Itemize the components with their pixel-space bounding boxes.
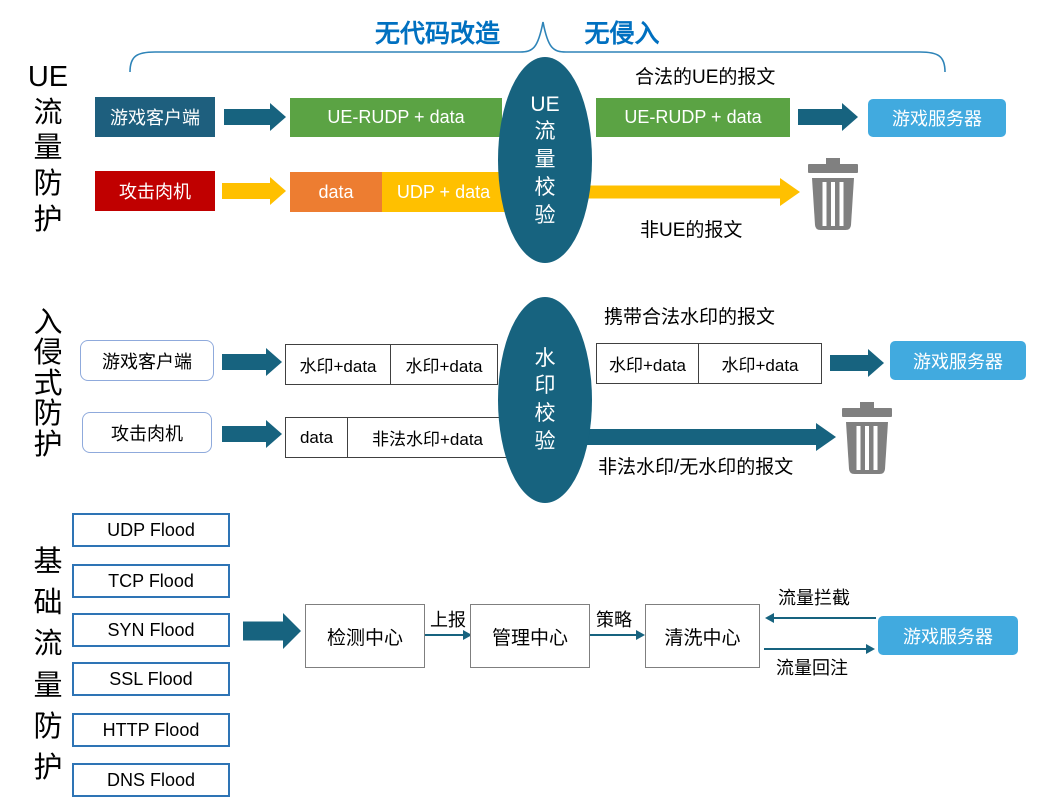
traffic-reinject-label: 流量回注 (776, 658, 848, 678)
flood-item-tcp: TCP Flood (72, 564, 230, 598)
wm-attack-packet-box: 非法水印+data (347, 417, 508, 458)
flood-item-http: HTTP Flood (72, 713, 230, 747)
traffic-intercept-label: 流量拦截 (778, 588, 850, 608)
ue-attack-data-box: data (290, 172, 382, 212)
trash-icon (842, 402, 892, 474)
flood-item-dns: DNS Flood (72, 763, 230, 797)
report-link-label: 上报 (430, 610, 466, 630)
traffic-intercept-arrow (765, 613, 876, 623)
wm-packet-left-1: 水印+data (285, 344, 391, 385)
policy-link-label: 策略 (596, 610, 632, 630)
wm-server-arrow (830, 349, 884, 377)
ue-attacker-box: 攻击肉机 (95, 171, 215, 211)
wm-game-client-box: 游戏客户端 (80, 340, 214, 381)
ue-legit-packet-note: 合法的UE的报文 (635, 67, 776, 88)
flood-item-udp: UDP Flood (72, 513, 230, 547)
header-title-no-code-change: 无代码改造 (374, 20, 500, 48)
policy-link-arrow (590, 630, 645, 640)
wm-attack-arrow (222, 420, 282, 448)
ue-attack-arrow (222, 177, 286, 205)
ue-rudp-packet-right: UE-RUDP + data (596, 98, 790, 137)
ue-game-client-box: 游戏客户端 (95, 97, 215, 137)
wm-verifier-ellipse: 水 印 校 验 (498, 297, 592, 503)
overbrace (129, 21, 946, 73)
ue-server-arrow (798, 103, 858, 131)
ue-traffic-verifier-ellipse: UE 流 量 校 验 (498, 57, 592, 263)
wm-packet-left-2: 水印+data (390, 344, 498, 385)
ue-attack-packet-note: 非UE的报文 (640, 220, 743, 241)
wm-legit-packet-note: 携带合法水印的报文 (604, 307, 776, 328)
trash-icon (808, 158, 858, 230)
wm-packet-right-1: 水印+data (596, 343, 699, 384)
wm-attack-packet-note: 非法水印/无水印的报文 (598, 457, 794, 478)
ue-rudp-packet-left: UE-RUDP + data (290, 98, 502, 137)
wm-client-arrow (222, 348, 282, 376)
flood-item-ssl: SSL Flood (72, 662, 230, 696)
wm-game-server-box: 游戏服务器 (890, 341, 1026, 380)
management-center-box: 管理中心 (470, 604, 590, 668)
ue-client-arrow (224, 103, 286, 131)
flood-arrow (243, 613, 301, 649)
report-link-arrow (425, 630, 472, 640)
header-title-non-intrusive: 无侵入 (584, 20, 660, 48)
flood-item-syn: SYN Flood (72, 613, 230, 647)
side-label-intrusive-protection: 入 侵 式 防 护 (33, 307, 63, 461)
base-game-server-box: 游戏服务器 (878, 616, 1018, 655)
side-label-ue-protection: UE 流 量 防 护 (27, 61, 69, 236)
wm-packet-right-2: 水印+data (698, 343, 822, 384)
ue-game-server-box: 游戏服务器 (868, 99, 1006, 137)
detection-center-box: 检测中心 (305, 604, 425, 668)
wm-attacker-box: 攻击肉机 (82, 412, 212, 453)
cleaning-center-box: 清洗中心 (645, 604, 760, 668)
wm-attack-data-box: data (285, 417, 348, 458)
traffic-reinject-arrow (764, 644, 875, 654)
ue-attack-packet-box: UDP + data (382, 172, 505, 212)
side-label-basic-protection: 基 础 流 量 防 护 (33, 546, 63, 784)
